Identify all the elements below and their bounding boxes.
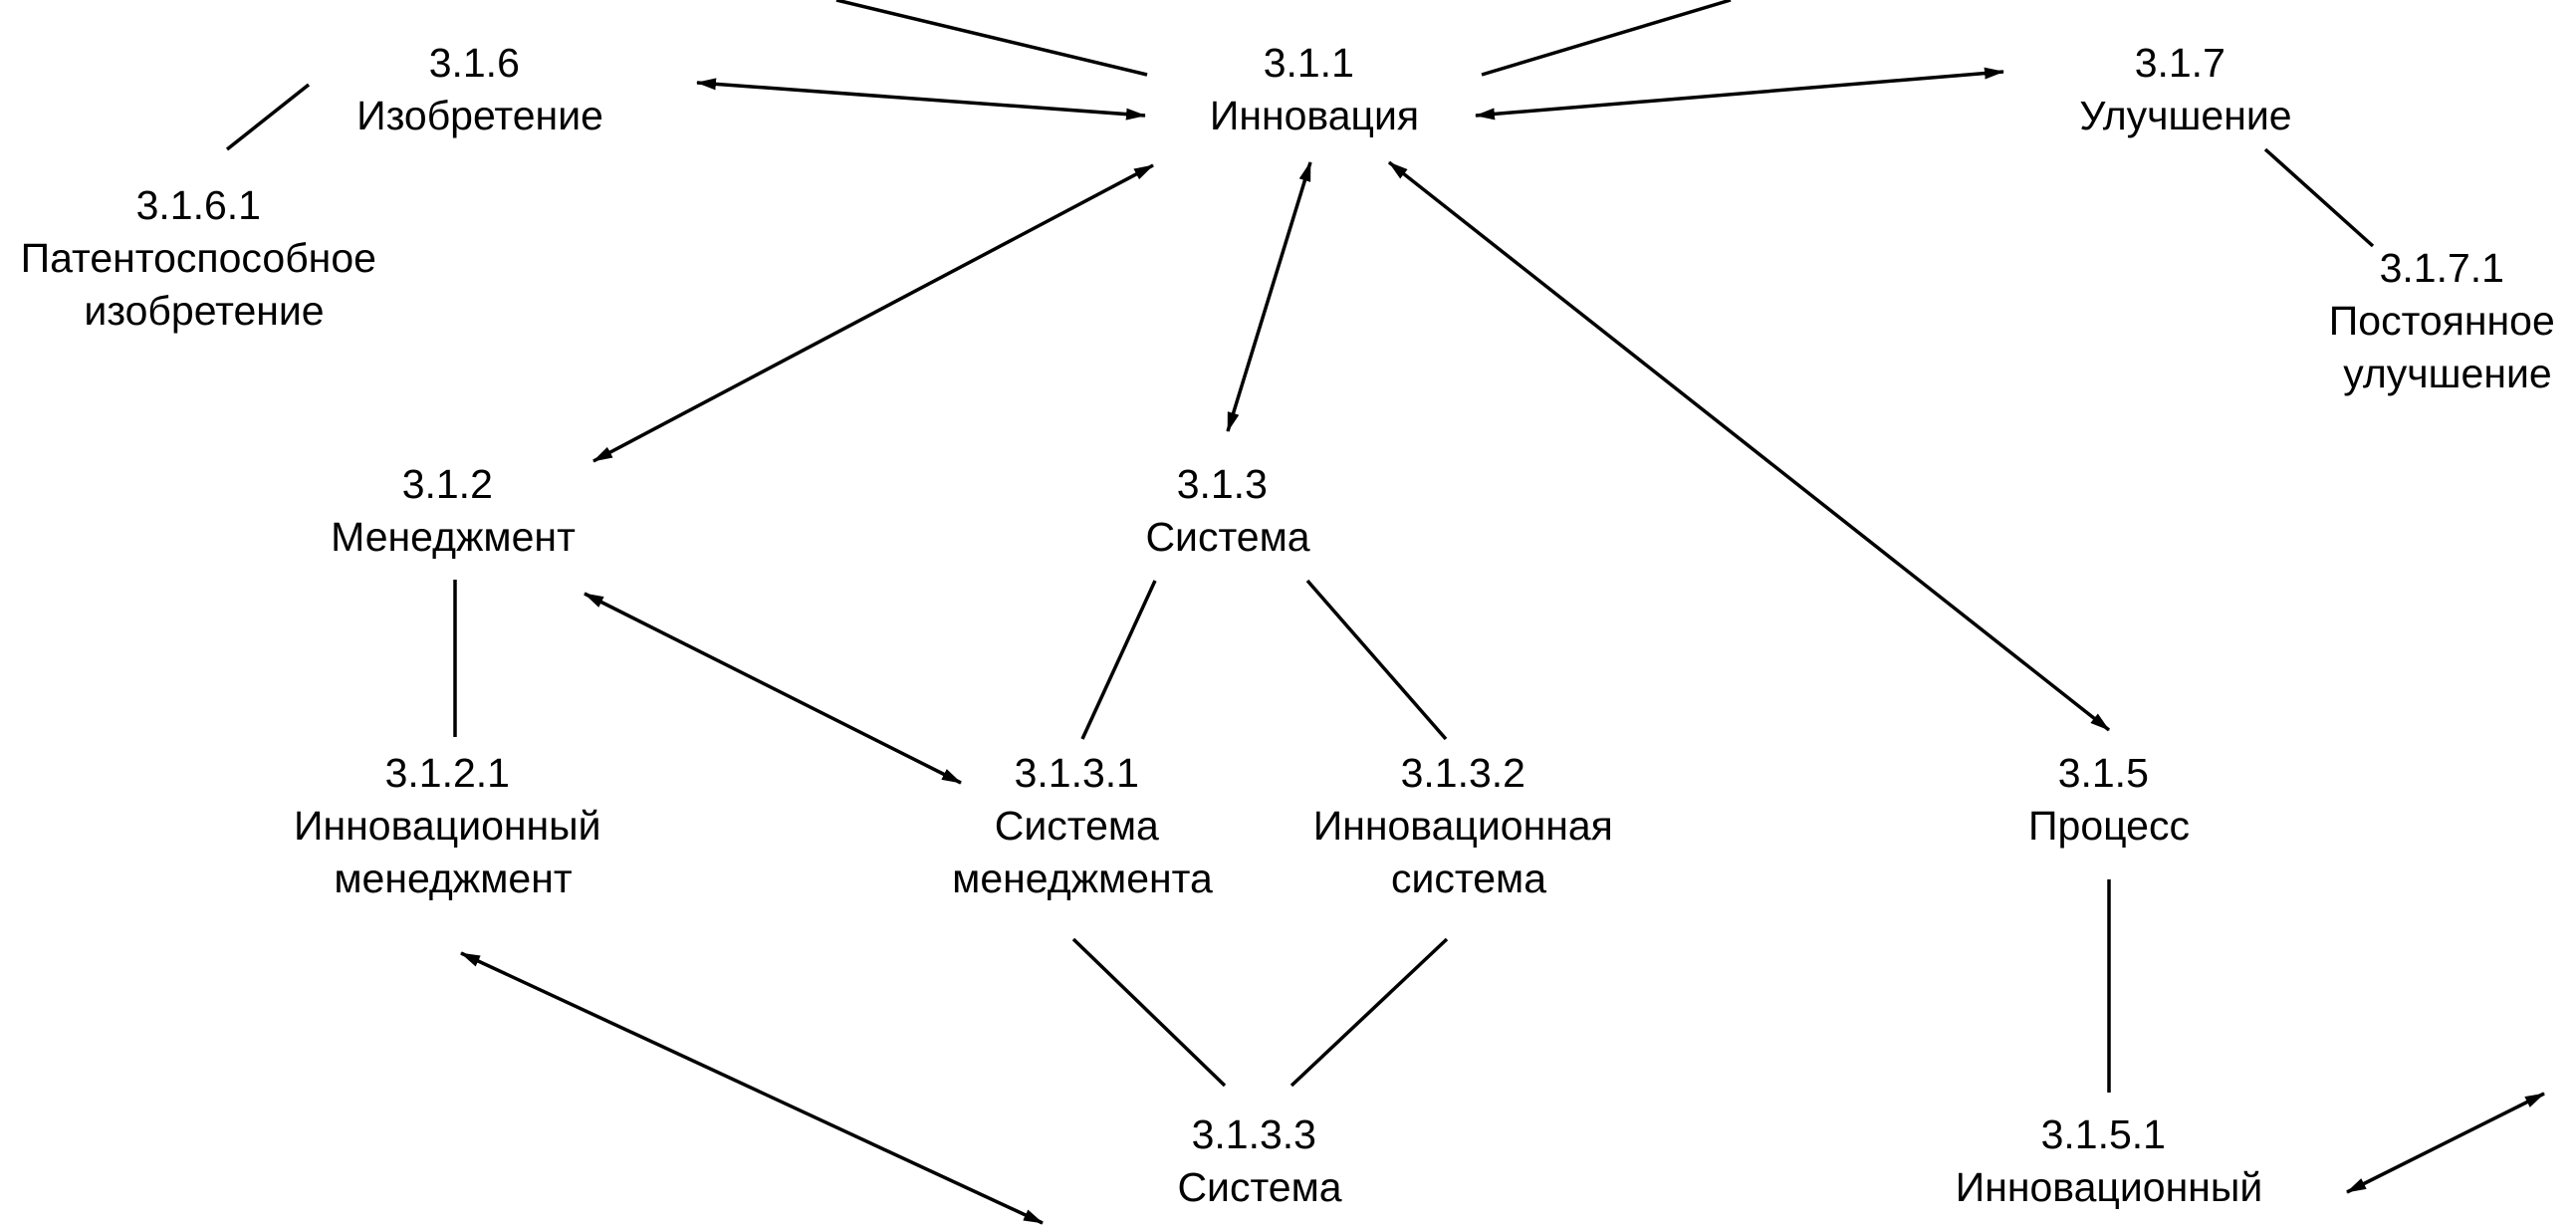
edge-improvement-to-continual <box>2263 147 2375 248</box>
edge-offtop-left-to-innovation <box>835 0 1148 77</box>
node-3-1-2-1-label-line2: менеджмент <box>334 856 573 901</box>
node-3-1-6-code: 3.1.6 <box>429 40 520 86</box>
arrow-management-management-system <box>584 592 962 785</box>
node-3-1-7-label: Улучшение <box>2079 93 2291 138</box>
node-3-1-5-1-label: Инновационный <box>1956 1164 2263 1210</box>
arrow-innovation-improvement <box>1475 67 2004 121</box>
node-3-1-3-label: Система <box>1145 514 1309 560</box>
arrow-innovation-process <box>1387 160 2111 732</box>
node-3-1-5: 3.1.5 Процесс <box>2028 750 2190 849</box>
node-3-1-3-1: 3.1.3.1 Система менеджмента <box>952 750 1213 901</box>
node-3-1-1: 3.1.1 Инновация <box>1210 40 1419 138</box>
edge-innovation-system-to-3133 <box>1289 937 1449 1088</box>
node-3-1-7-code: 3.1.7 <box>2135 40 2225 86</box>
node-3-1-3-2: 3.1.3.2 Инновационная система <box>1313 750 1625 901</box>
node-3-1-3-2-label-line2: система <box>1391 856 1546 901</box>
labels: 3.1.1 Инновация 3.1.6 Изобретение 3.1.6.… <box>21 40 2566 1210</box>
node-3-1-3-3-label: Система <box>1177 1164 1341 1210</box>
node-3-1-6-1-label-line2: изобретение <box>84 288 324 334</box>
node-3-1-6-1-code: 3.1.6.1 <box>136 182 261 228</box>
edge-invention-to-patentable <box>225 83 311 151</box>
node-3-1-5-1: 3.1.5.1 Инновационный <box>1956 1111 2263 1210</box>
arrow-innovation-system <box>1226 161 1312 432</box>
node-3-1-3-3: 3.1.3.3 Система <box>1177 1111 1341 1210</box>
node-3-1-3-1-label-line1: Система <box>995 803 1159 849</box>
node-3-1-3-code: 3.1.3 <box>1177 461 1268 507</box>
connectors <box>225 0 2545 1225</box>
edge-offtop-right-to-innovation <box>1481 0 1732 77</box>
node-3-1-3-2-label-line1: Инновационная <box>1313 803 1613 849</box>
node-3-1-7-1-label-line2: улучшение <box>2343 351 2551 396</box>
node-3-1-5-code: 3.1.5 <box>2058 750 2149 796</box>
node-3-1-5-label: Процесс <box>2028 803 2190 849</box>
node-3-1-3: 3.1.3 Система <box>1145 461 1309 560</box>
node-3-1-7: 3.1.7 Улучшение <box>2079 40 2291 138</box>
edge-system-to-innovation-system <box>1305 579 1448 741</box>
arrow-invention-innovation <box>696 78 1146 121</box>
node-3-1-2-code: 3.1.2 <box>402 461 493 507</box>
node-3-1-2-1-code: 3.1.2.1 <box>385 750 510 796</box>
node-3-1-1-code: 3.1.1 <box>1264 40 1354 86</box>
node-3-1-2-1: 3.1.2.1 Инновационный менеджмент <box>294 750 612 901</box>
node-3-1-1-label: Инновация <box>1210 93 1419 138</box>
node-3-1-3-1-code: 3.1.3.1 <box>1015 750 1139 796</box>
edge-system-to-management-system <box>1080 580 1157 740</box>
node-3-1-7-1-label-line1: Постоянное <box>2329 298 2555 344</box>
node-3-1-2: 3.1.2 Менеджмент <box>331 461 576 560</box>
arrow-innovation-process-right <box>2346 1092 2545 1194</box>
node-3-1-3-2-code: 3.1.3.2 <box>1401 750 1525 796</box>
edge-management-system-to-3133 <box>1071 937 1227 1088</box>
node-3-1-6: 3.1.6 Изобретение <box>356 40 603 138</box>
node-3-1-7-1-code: 3.1.7.1 <box>2380 245 2504 291</box>
arrow-innovation-management-3133 <box>460 951 1044 1225</box>
node-3-1-6-1: 3.1.6.1 Патентоспособное изобретение <box>21 182 388 334</box>
node-3-1-3-1-label-line2: менеджмента <box>952 856 1213 901</box>
node-3-1-6-1-label-line1: Патентоспособное <box>21 235 376 281</box>
node-3-1-2-label: Менеджмент <box>331 514 576 560</box>
node-3-1-5-1-code: 3.1.5.1 <box>2041 1111 2166 1157</box>
node-3-1-2-1-label-line1: Инновационный <box>294 803 601 849</box>
node-3-1-3-3-code: 3.1.3.3 <box>1192 1111 1316 1157</box>
arrow-innovation-management <box>592 163 1154 463</box>
node-3-1-7-1: 3.1.7.1 Постоянное улучшение <box>2329 245 2566 396</box>
node-3-1-6-label: Изобретение <box>356 93 603 138</box>
